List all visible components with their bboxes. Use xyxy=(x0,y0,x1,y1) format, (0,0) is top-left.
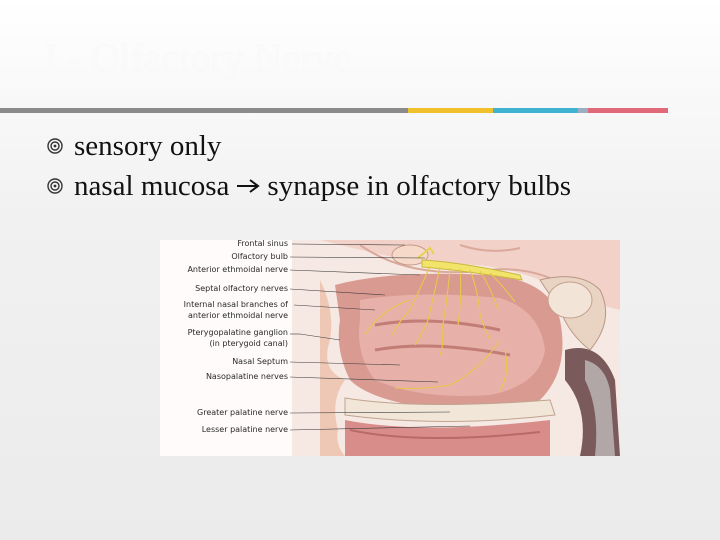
figure-label: Pterygopalatine ganglion xyxy=(188,328,288,337)
bullet-text: nasal mucosa xyxy=(74,170,230,202)
figure-label: Anterior ethmoidal nerve xyxy=(187,265,288,274)
bullet-item-1: sensory only xyxy=(46,126,571,166)
bullet-text: synapse in olfactory bulbs xyxy=(267,170,572,202)
circled-bullet-icon xyxy=(46,168,66,204)
figure-label: Septal olfactory nerves xyxy=(195,284,288,293)
figure-label: anterior ethmoidal nerve xyxy=(188,311,288,320)
figure-label: Greater palatine nerve xyxy=(197,408,288,417)
figure-label: (in pterygoid canal) xyxy=(209,339,288,348)
right-arrow-icon xyxy=(235,168,261,204)
figure-label: Lesser palatine nerve xyxy=(202,425,288,434)
circled-bullet-icon xyxy=(46,128,66,164)
bullet-item-2: nasal mucosa synapse in olfactory bulbs xyxy=(46,166,571,206)
slide-title: I - Olfactory Nerve xyxy=(44,35,352,80)
figure-label: Olfactory bulb xyxy=(231,252,288,261)
bullet-list: sensory only nasal mucosa synapse in olf… xyxy=(46,126,571,206)
figure-label: Frontal sinus xyxy=(237,240,288,248)
bullet-text: sensory only xyxy=(74,130,222,162)
title-divider xyxy=(0,108,720,113)
figure-label: Internal nasal branches of xyxy=(184,300,289,309)
olfactory-nerve-illustration: Frontal sinus Olfactory bulb Anterior et… xyxy=(160,240,620,456)
figure-label: Nasal Septum xyxy=(232,357,288,366)
figure-label: Nasopalatine nerves xyxy=(206,372,288,381)
anatomy-drawing: Frontal sinus Olfactory bulb Anterior et… xyxy=(160,240,620,456)
